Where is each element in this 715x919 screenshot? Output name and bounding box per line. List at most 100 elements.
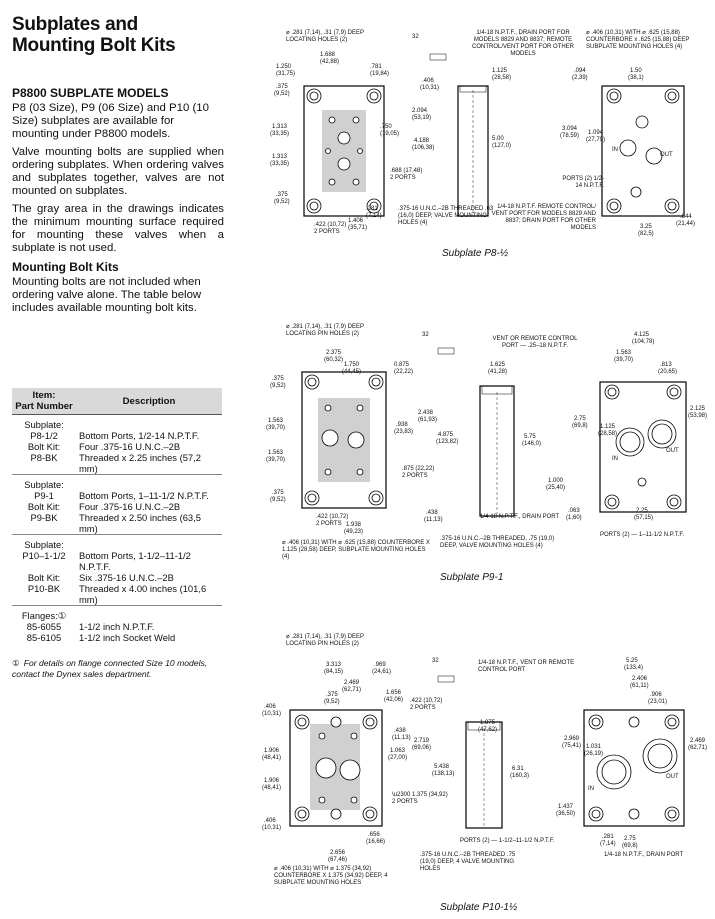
svg-text:(75,41): (75,41): [562, 743, 581, 749]
svg-text:.281: .281: [602, 834, 614, 840]
p8-drain-port-label: 1/4-18 N.P.T.F., DRAIN PORT FOR MODELS 8…: [471, 30, 574, 57]
svg-text:(84,15): (84,15): [324, 669, 343, 675]
p8800-para2: Valve mounting bolts are supplied when o…: [12, 146, 224, 197]
svg-text:(9,52): (9,52): [270, 497, 286, 503]
svg-text:(7,14): (7,14): [366, 213, 382, 219]
svg-text:1.906: 1.906: [264, 748, 280, 754]
svg-text:(27,79): (27,79): [586, 137, 605, 143]
head-item-label: Item:: [32, 390, 56, 401]
svg-text:1.563: 1.563: [268, 450, 284, 456]
svg-text:(16,66): (16,66): [366, 839, 385, 845]
svg-text:2.469: 2.469: [344, 680, 360, 686]
table-head-item: Item: Part Number: [12, 388, 76, 415]
svg-text:(69,8): (69,8): [622, 843, 638, 849]
svg-text:1.906: 1.906: [264, 778, 280, 784]
svg-text:2 PORTS: 2 PORTS: [392, 799, 418, 805]
svg-text:2.75: 2.75: [624, 836, 636, 842]
svg-text:(138,13): (138,13): [432, 771, 454, 777]
head-part-label: Part Number: [15, 401, 73, 412]
svg-text:(49,23): (49,23): [344, 529, 363, 535]
svg-text:32: 32: [432, 658, 439, 664]
svg-text:3.25: 3.25: [640, 224, 652, 230]
p8-counterbore-label: ⌀ .406 (10,31) WITH ⌀ .625 (15,88) COUNT…: [586, 30, 690, 50]
svg-text:1.750: 1.750: [344, 362, 360, 368]
table-cell-item: P10–1-1/2: [22, 550, 66, 561]
table-cell-desc: [76, 534, 222, 550]
svg-text:(28,58): (28,58): [492, 75, 511, 81]
p8800-para1: P8 (03 Size), P9 (06 Size) and P10 (10 S…: [12, 102, 209, 140]
svg-text:1.000: 1.000: [548, 478, 564, 484]
table-cell-desc: Six .375-16 U.N.C.–2B: [79, 572, 174, 583]
p8-ports-label: PORTS (2) 1/2-14 N.P.T.F.: [562, 176, 604, 189]
p9-locating-holes-label: ⌀ .281 (7,14), .31 (7,9) DEEP LOCATING P…: [286, 324, 364, 337]
table-cell-desc: [76, 414, 222, 430]
page-title-line2: Mounting Bolt Kits: [12, 35, 176, 56]
table-cell-desc: Bottom Ports, 1–11-1/2 N.P.T.F.: [79, 490, 209, 501]
svg-text:2 PORTS: 2 PORTS: [390, 175, 416, 181]
page-title-line1: Subplates and: [12, 14, 138, 35]
svg-text:\u2300 1.375 (34,92): \u2300 1.375 (34,92): [392, 792, 448, 798]
svg-text:(62,71): (62,71): [688, 745, 707, 751]
p10-ports-label: PORTS (2) — 1-1/2–11-1/2 N.P.T.F.: [460, 838, 555, 844]
svg-text:5.00: 5.00: [492, 136, 504, 142]
svg-text:IN: IN: [588, 786, 594, 792]
svg-text:(10,31): (10,31): [262, 825, 281, 831]
svg-text:(28,58): (28,58): [598, 431, 617, 437]
svg-text:(25,40): (25,40): [546, 485, 565, 491]
svg-text:(39,70): (39,70): [266, 457, 285, 463]
svg-text:(133,4): (133,4): [624, 665, 643, 671]
svg-text:(24,61): (24,61): [372, 669, 391, 675]
table-row: Bolt Kit:Six .375-16 U.N.C.–2B: [12, 572, 222, 583]
svg-text:32: 32: [422, 332, 429, 338]
svg-text:(36,50): (36,50): [556, 811, 575, 817]
svg-text:(82,5): (82,5): [638, 231, 654, 237]
svg-text:1.250: 1.250: [276, 64, 292, 70]
svg-text:.781: .781: [370, 64, 382, 70]
svg-text:IN: IN: [612, 147, 618, 153]
svg-text:5.25: 5.25: [626, 658, 638, 664]
table-cell-desc: Threaded x 2.25 inches (57,2 mm): [79, 452, 201, 474]
p8-remote-label: 1/4-18 N.P.T.F. REMOTE CONTROL/ VENT POR…: [491, 204, 596, 231]
svg-text:(27,00): (27,00): [388, 755, 407, 761]
svg-text:.406: .406: [264, 704, 276, 710]
svg-text:.438: .438: [394, 728, 406, 734]
p8800-section: P8800 SUBPLATE MODELS P8 (03 Size), P9 (…: [12, 86, 224, 315]
table-cell-item: P9-BK: [30, 512, 58, 523]
svg-text:3.313: 3.313: [326, 662, 342, 668]
svg-text:.750: .750: [380, 124, 392, 130]
table-cell-item: P10-BK: [27, 583, 61, 594]
svg-text:2 PORTS: 2 PORTS: [314, 229, 340, 235]
svg-text:.375: .375: [272, 376, 284, 382]
footnote-text: For details on flange connected Size 10 …: [12, 658, 208, 679]
svg-text:1.031: 1.031: [586, 744, 602, 750]
svg-text:(44,45): (44,45): [342, 369, 361, 375]
svg-text:(42,88): (42,88): [320, 59, 339, 65]
svg-text:(11,13): (11,13): [392, 735, 411, 741]
svg-text:2.656: 2.656: [330, 850, 346, 856]
svg-text:1.938: 1.938: [346, 522, 362, 528]
table-cell-desc: [76, 474, 222, 490]
svg-text:2.969: 2.969: [564, 736, 580, 742]
svg-text:(39,70): (39,70): [614, 357, 633, 363]
svg-text:(48,41): (48,41): [262, 755, 281, 761]
svg-text:1.688: 1.688: [320, 52, 336, 58]
svg-text:(78,59): (78,59): [560, 133, 579, 139]
svg-text:OUT: OUT: [666, 774, 679, 780]
svg-text:(62,71): (62,71): [342, 687, 361, 693]
caption-p10: Subplate P10-1½: [440, 902, 518, 913]
svg-text:.422 (10,72): .422 (10,72): [410, 698, 442, 704]
svg-text:(10,31): (10,31): [262, 711, 281, 717]
svg-text:.281: .281: [366, 206, 378, 212]
svg-text:(23,83): (23,83): [394, 429, 413, 435]
svg-text:(57,15): (57,15): [634, 515, 653, 521]
caption-p9: Subplate P9-1: [440, 572, 504, 583]
table-row: Flanges:①: [12, 605, 222, 621]
svg-text:(104,78): (104,78): [632, 339, 654, 345]
table-row: Bolt Kit:Four .375-16 U.N.C.–2B: [12, 501, 222, 512]
